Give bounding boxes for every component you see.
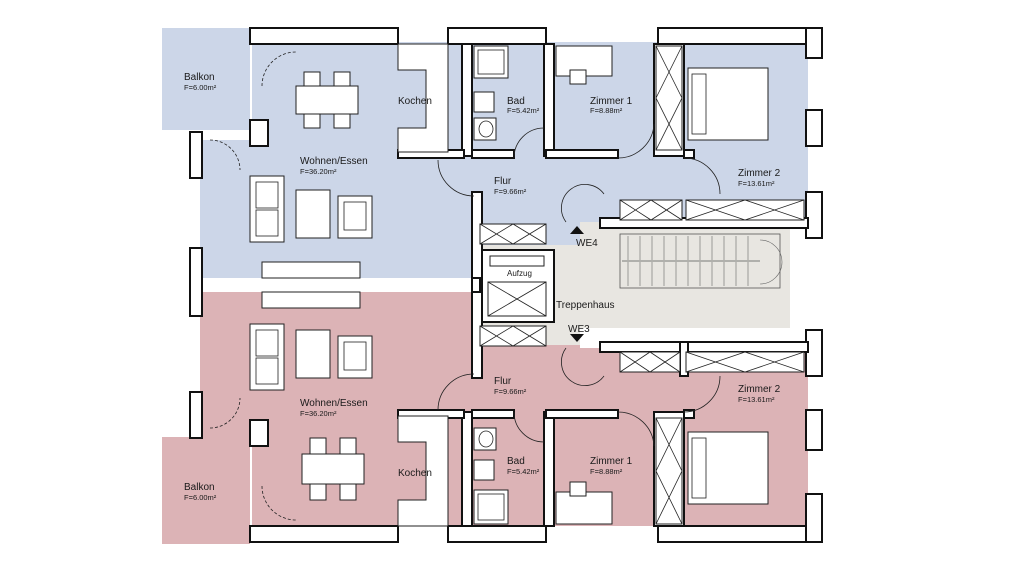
wohnen-lower-name: Wohnen/Essen — [300, 398, 368, 409]
wohnen-upper-area: F=36.20m² — [300, 167, 337, 176]
labels-lower: WE3 Flur F=9.66m² Zimmer 2 F=13.61m² Woh… — [184, 324, 781, 502]
zimmer2-lower-name: Zimmer 2 — [738, 384, 781, 395]
zimmer1-upper-area: F=8.88m² — [590, 106, 623, 115]
unit-marker-upper: WE4 — [576, 238, 598, 249]
sofa-set-upper — [249, 175, 373, 279]
dining-table-lower — [301, 437, 365, 501]
balkon-upper-name: Balkon — [184, 72, 215, 83]
wohnen-lower-area: F=36.20m² — [300, 409, 337, 418]
desk-zimmer1-upper — [555, 45, 613, 85]
flur-upper-area: F=9.66m² — [494, 187, 527, 196]
kochen-lower-name: Kochen — [398, 468, 432, 479]
staircase — [619, 233, 783, 289]
bad-lower-area: F=5.42m² — [507, 467, 540, 476]
zimmer2-upper-area: F=13.61m² — [738, 179, 775, 188]
bed-zimmer2-upper — [687, 67, 769, 141]
zimmer2-lower-area: F=13.61m² — [738, 395, 775, 404]
labels-upper: Balkon F=6.00m² Kochen Wohnen/Essen F=36… — [184, 72, 781, 249]
stair-tread — [759, 239, 783, 285]
bathroom-fixtures-upper — [473, 45, 509, 141]
bed-zimmer2-lower — [687, 431, 769, 505]
dining-table-upper — [295, 71, 359, 129]
bad-upper-area: F=5.42m² — [507, 106, 540, 115]
labels-core: Aufzug Treppenhaus — [507, 269, 615, 311]
balkon-lower-area-text: F=6.00m² — [184, 493, 217, 502]
zimmer1-lower-area: F=8.88m² — [590, 467, 623, 476]
outer-walls — [189, 27, 823, 543]
zimmer1-lower-name: Zimmer 1 — [590, 456, 633, 467]
entrance-arrow-down-icon — [570, 334, 584, 342]
flur-lower-area: F=9.66m² — [494, 387, 527, 396]
balkon-lower-name: Balkon — [184, 482, 215, 493]
sofa-set-lower — [249, 291, 373, 391]
flur-lower-name: Flur — [494, 376, 512, 387]
unit-marker-lower: WE3 — [568, 324, 590, 335]
kochen-upper-name: Kochen — [398, 96, 432, 107]
balkon-upper-area-text: F=6.00m² — [184, 83, 217, 92]
treppenhaus-label: Treppenhaus — [556, 300, 615, 311]
balkon-upper-area — [162, 28, 250, 130]
wohnen-upper-name: Wohnen/Essen — [300, 156, 368, 167]
elevator — [481, 249, 555, 323]
bathroom-fixtures-lower — [473, 427, 509, 525]
entrance-arrow-up-icon — [570, 226, 584, 234]
balkon-lower-area — [162, 437, 250, 544]
desk-zimmer1-lower — [555, 481, 613, 525]
aufzug-label: Aufzug — [507, 269, 532, 278]
kitchen-counter-lower — [397, 415, 449, 527]
kitchen-counter-upper — [397, 43, 449, 153]
stair-tread — [619, 233, 781, 289]
zimmer2-upper-name: Zimmer 2 — [738, 168, 781, 179]
zimmer1-upper-name: Zimmer 1 — [590, 96, 633, 107]
bad-lower-name: Bad — [507, 456, 525, 467]
bad-upper-name: Bad — [507, 96, 525, 107]
doors — [209, 51, 721, 521]
flur-upper-name: Flur — [494, 176, 512, 187]
wardrobes — [479, 45, 805, 525]
